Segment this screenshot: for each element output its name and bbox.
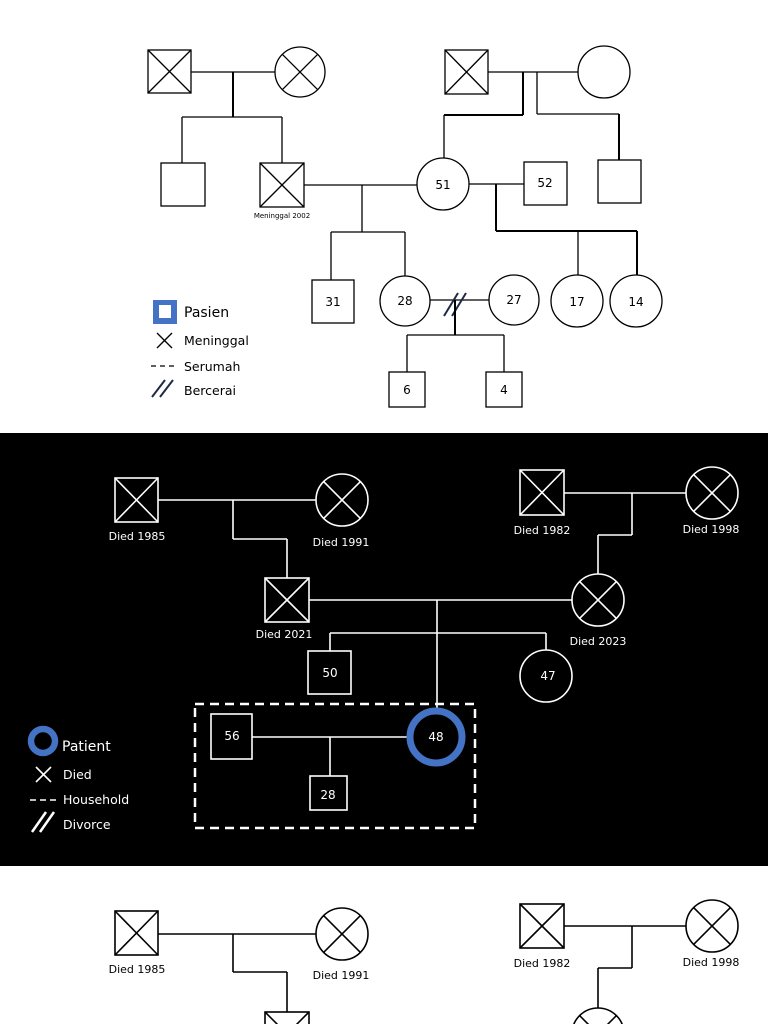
child-symbol [388,371,426,408]
maternal-grandmother-deceased-symbol [685,466,739,520]
age-label: 28 [397,294,412,308]
age-label: 4 [500,383,508,397]
death-year-label: Died 1985 [109,963,166,976]
age-label: 17 [569,295,584,309]
patient-symbol [406,707,466,767]
death-year-label: Died 1998 [683,523,740,536]
brother-symbol [307,650,352,695]
maternal-grandmother-symbol [577,45,631,99]
age-label: 27 [506,293,521,307]
age-label: 51 [435,178,450,192]
half-sister-symbol [550,274,604,328]
maternal-grandfather-deceased-symbol [519,903,565,949]
grandfather-deceased-symbol [114,477,159,523]
death-year-label: Died 1985 [109,530,166,543]
aunt-uncle-symbol [160,162,206,207]
brother-symbol [311,279,355,324]
household-boundary [193,702,477,830]
genogram-panel-1 [147,45,663,408]
panel-2-text: Died 1985 Died 1991 Died 1982 Died 1998 … [62,523,739,832]
uncle-symbol [523,161,568,206]
legend-household-label: Serumah [184,359,240,374]
legend-died-label: Died [63,767,92,782]
genogram-panel-3 [114,899,739,1024]
death-year-label: Died 1982 [514,957,571,970]
legend-patient-symbol [27,725,59,757]
legend-household-label: Household [63,792,129,807]
legend-patient-label: Patient [62,739,111,755]
legend-patient-label: Pasien [184,305,229,321]
death-year-label: Died 1982 [514,524,571,537]
death-year-label: Died 1991 [313,536,370,549]
panel-1-text: 51 52 31 28 27 17 14 6 4 Meninggal 2002 … [184,176,644,398]
ex-husband-symbol [488,274,540,326]
panel-3-text: Died 1985 Died 1991 Died 1982 Died 1998 [109,956,740,982]
maternal-grandfather-deceased-symbol [444,49,489,95]
legend-died-label: Meninggal [184,333,249,348]
legend-divorce-icon [30,811,48,833]
grandmother-deceased-symbol [274,46,326,98]
mother-deceased-symbol [573,1007,623,1024]
grandmother-deceased-symbol [315,473,369,527]
father-deceased-symbol [259,162,305,208]
maternal-aunt-uncle-symbol [597,159,642,204]
legend-panel-2 [27,725,59,833]
age-label: 52 [537,176,552,190]
death-year-label: Died 1998 [683,956,740,969]
death-note: Meninggal 2002 [254,212,310,220]
age-label: 56 [224,729,239,743]
genogram-panel-2 [27,466,739,833]
legend-divorce-label: Divorce [63,817,111,832]
death-year-label: Died 2021 [256,628,313,641]
father-deceased-symbol [264,577,310,623]
legend-panel-1 [151,300,177,398]
age-label: 6 [403,383,411,397]
death-year-label: Died 1991 [313,969,370,982]
age-label: 48 [428,730,443,744]
maternal-grandfather-deceased-symbol [519,469,565,516]
maternal-grandmother-deceased-symbol [685,899,739,953]
age-label: 14 [628,295,643,309]
father-deceased-symbol [264,1011,310,1024]
sister-symbol [519,649,573,703]
grandmother-deceased-symbol [315,907,369,961]
legend-divorce-icon [151,379,166,398]
age-label: 50 [322,666,337,680]
child-symbol [309,775,348,811]
legend-divorce-label: Bercerai [184,383,236,398]
age-label: 47 [540,669,555,683]
child-symbol [485,371,523,408]
age-label: 31 [325,295,340,309]
grandfather-deceased-symbol [114,910,159,956]
mother-deceased-symbol [571,573,625,627]
sister-symbol [379,275,431,327]
half-sister-symbol [609,274,663,328]
age-label: 28 [320,788,335,802]
death-year-label: Died 2023 [570,635,627,648]
grandfather-deceased-symbol [147,49,192,94]
